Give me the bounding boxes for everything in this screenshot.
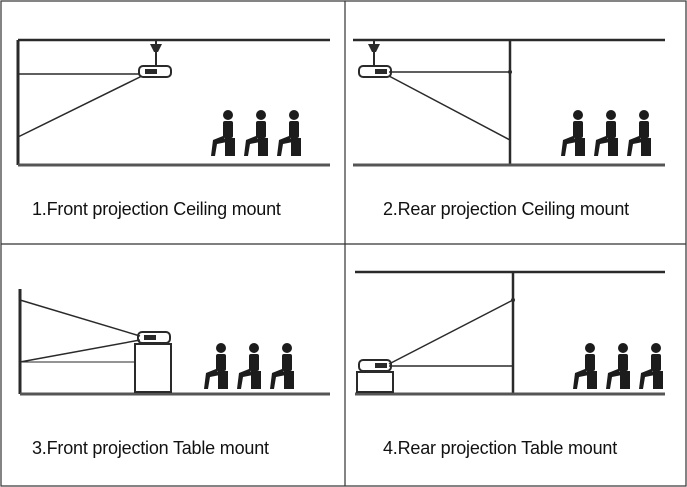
audience-icon <box>211 110 301 156</box>
panel-rear-ceiling: 2.Rear projection Ceiling mount <box>345 0 687 244</box>
projector-icon <box>137 331 171 344</box>
projector-icon <box>138 65 172 78</box>
mount-bracket <box>150 44 162 52</box>
table <box>134 343 172 393</box>
screen-marker <box>508 70 512 74</box>
caption-rear-ceiling: 2.Rear projection Ceiling mount <box>383 199 629 219</box>
caption-rear-table: 4.Rear projection Table mount <box>383 438 618 458</box>
panel-rear-table: 4.Rear projection Table mount <box>345 244 687 487</box>
beam-top <box>19 299 141 337</box>
front-ceiling-illustration <box>16 38 330 167</box>
rear-table-illustration <box>355 270 665 396</box>
caption-front-table: 3.Front projection Table mount <box>32 438 269 458</box>
beam-bottom <box>17 75 143 138</box>
panel-front-table: 3.Front projection Table mount <box>0 244 345 487</box>
table <box>356 371 394 393</box>
rear-ceiling-illustration <box>353 38 665 167</box>
projector-icon <box>358 65 392 78</box>
audience-icon <box>561 110 651 156</box>
projector-icon <box>358 359 392 372</box>
audience-icon <box>204 343 294 389</box>
panel-front-ceiling: 1.Front projection Ceiling mount <box>0 0 345 244</box>
beam-bottom <box>388 75 511 141</box>
mount-bracket <box>368 44 380 52</box>
front-table-illustration <box>18 289 330 396</box>
beam-top <box>388 299 514 365</box>
caption-front-ceiling: 1.Front projection Ceiling mount <box>32 199 281 219</box>
screen-marker <box>511 298 515 302</box>
audience-icon <box>573 343 663 389</box>
beam-bottom <box>19 339 141 363</box>
